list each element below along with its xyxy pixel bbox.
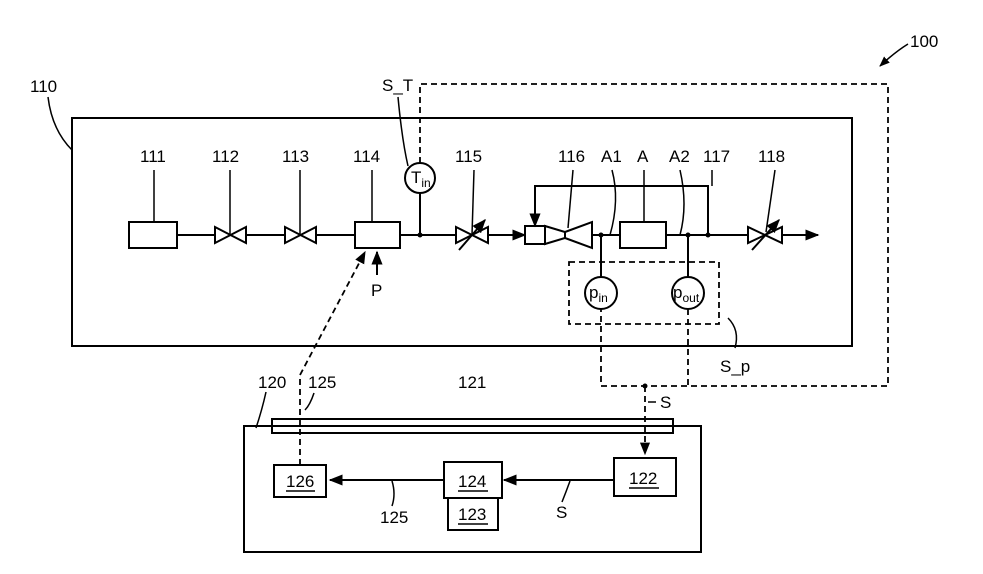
leader-116: [568, 170, 573, 228]
system-reference: 100: [880, 32, 938, 66]
label-s-top: S: [660, 393, 671, 412]
plant-label: 110: [30, 77, 57, 96]
leader-a1: [610, 170, 616, 235]
label-a1: A1: [601, 147, 622, 166]
component-118: 118: [748, 147, 785, 250]
system-label: 100: [910, 32, 938, 51]
block-123-label: 123: [458, 505, 486, 524]
leader-125-bottom: [392, 481, 394, 506]
label-s-t: S_T: [382, 76, 413, 95]
label-114: 114: [353, 147, 380, 166]
component-114: 114 P: [353, 147, 400, 300]
label-a: A: [637, 147, 649, 166]
label-125-top: 125: [308, 373, 336, 392]
component-113: 113: [282, 147, 316, 243]
label-115: 115: [455, 147, 482, 166]
controller-leader: [256, 392, 266, 428]
label-117: 117: [703, 147, 730, 166]
ejector-nozzle: [545, 226, 565, 244]
leader-125-top: [305, 393, 314, 410]
controller-label: 120: [258, 373, 286, 392]
block-126-label: 126: [286, 472, 314, 491]
label-s-p: S_p: [720, 357, 750, 376]
label-111: 111: [140, 147, 166, 166]
stack-a-box: [620, 222, 666, 248]
label-p: P: [371, 281, 382, 300]
loop-junction: [706, 233, 711, 238]
unit-114-box: [355, 222, 400, 248]
leader-a2: [680, 170, 684, 235]
block-122-label: 122: [629, 469, 657, 488]
label-112: 112: [212, 147, 239, 166]
label-125-bottom: 125: [380, 508, 408, 527]
label-121: 121: [458, 373, 486, 392]
ejector-inlet: [525, 226, 545, 244]
controller-120: 120 121 126 124 123 122 S 125: [244, 373, 701, 552]
block-124-label: 124: [458, 472, 486, 491]
pressure-sensor-group: pin pout S_p: [569, 262, 750, 376]
source-box: [129, 222, 177, 248]
component-112: 112: [212, 147, 246, 243]
label-116: 116: [558, 147, 585, 166]
leader-s-bottom: [562, 481, 570, 502]
label-113: 113: [282, 147, 309, 166]
label-a2: A2: [669, 147, 690, 166]
ejector-diffuser: [565, 222, 592, 248]
plant-leader: [48, 97, 72, 150]
temp-junction: [418, 233, 423, 238]
system-leader: [880, 44, 908, 66]
leader-s-p: [728, 318, 736, 348]
label-s-bottom: S: [556, 503, 567, 522]
component-111: 111: [129, 147, 177, 248]
sensor-temp: Tin S_T: [382, 76, 435, 238]
signal-lines: S 125: [300, 84, 888, 465]
label-118: 118: [758, 147, 785, 166]
component-a: A1 A A2: [599, 147, 691, 278]
leader-s-t: [398, 97, 408, 166]
leader-115: [472, 170, 474, 235]
component-115: 115: [455, 147, 488, 250]
leader-118: [766, 170, 775, 232]
